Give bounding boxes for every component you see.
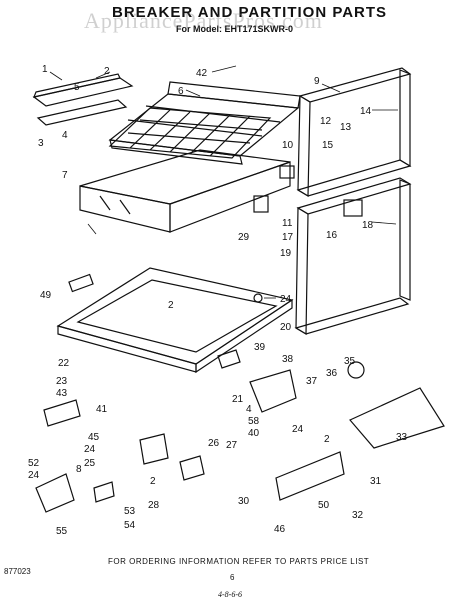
diagram-title: BREAKER AND PARTITION PARTS	[112, 4, 388, 21]
callout-58: 58	[248, 416, 260, 427]
part-small-components	[35, 165, 445, 513]
callout-13: 13	[340, 122, 352, 133]
callout-29: 29	[238, 232, 250, 243]
callout-43: 43	[56, 388, 68, 399]
callout-28: 28	[148, 500, 160, 511]
callout-17: 17	[282, 232, 294, 243]
callout-31: 31	[370, 476, 382, 487]
callout-36: 36	[326, 368, 338, 379]
callout-11: 11	[282, 218, 293, 229]
callout-30: 30	[238, 496, 250, 507]
callout-21: 21	[232, 394, 244, 405]
watermark: AppliancePartsPros.com	[84, 8, 323, 33]
leader-lines	[49, 65, 398, 299]
callout-6: 6	[178, 86, 184, 97]
callout-49: 49	[40, 290, 52, 301]
callout-2d: 2	[150, 476, 156, 487]
callout-32: 32	[352, 510, 364, 521]
callout-19: 19	[280, 248, 292, 259]
callout-25: 25	[84, 458, 96, 469]
handwritten-mark: 4-8-6-6	[218, 590, 242, 599]
callout-24b: 24	[84, 444, 96, 455]
callout-37: 37	[306, 376, 318, 387]
callout-45: 45	[88, 432, 100, 443]
callout-14: 14	[360, 106, 372, 117]
callout-16: 16	[326, 230, 338, 241]
callout-20: 20	[280, 322, 292, 333]
callout-2b: 2	[168, 300, 174, 311]
callout-38: 38	[282, 354, 294, 365]
part-shelf	[56, 267, 294, 374]
part-lower-door-frame	[294, 177, 412, 336]
callout-33: 33	[396, 432, 408, 443]
callout-24d: 24	[28, 470, 40, 481]
callout-39: 39	[254, 342, 266, 353]
callout-10: 10	[282, 140, 294, 151]
callout-1: 1	[42, 64, 48, 75]
callout-50: 50	[318, 500, 330, 511]
part-top-trim	[32, 73, 134, 126]
callout-24c: 24	[292, 424, 304, 435]
callout-4b: 4	[246, 404, 252, 415]
callout-7: 7	[62, 170, 68, 181]
callout-27: 27	[226, 440, 238, 451]
callout-35: 35	[344, 356, 356, 367]
callout-53: 53	[124, 506, 136, 517]
diagram-code: 877023	[4, 567, 31, 576]
callout-22: 22	[58, 358, 70, 369]
part-grid-tray	[108, 107, 272, 159]
callout-18: 18	[362, 220, 374, 231]
callout-2: 2	[104, 66, 110, 77]
callout-9: 9	[314, 76, 320, 87]
callout-4: 4	[62, 130, 68, 141]
callout-46: 46	[274, 524, 286, 535]
callout-40: 40	[248, 428, 260, 439]
part-upper-door-frame	[296, 67, 412, 198]
callout-42: 42	[196, 68, 208, 79]
callout-3: 3	[38, 138, 44, 149]
callout-24: 24	[280, 294, 292, 305]
callout-55: 55	[56, 526, 68, 537]
callout-54: 54	[124, 520, 136, 531]
callout-52: 52	[28, 458, 40, 469]
page-number: 6	[230, 573, 235, 582]
ordering-note: FOR ORDERING INFORMATION REFER TO PARTS …	[108, 557, 370, 566]
callout-8: 8	[76, 464, 82, 475]
callout-2c: 2	[324, 434, 330, 445]
callout-15: 15	[322, 140, 334, 151]
model-subtitle: For Model: EHT171SKWR-0	[176, 24, 294, 34]
callout-23: 23	[56, 376, 68, 387]
callout-12: 12	[320, 116, 332, 127]
part-partition-box	[79, 149, 291, 233]
callout-41: 41	[96, 404, 108, 415]
callout-5: 5	[74, 82, 80, 93]
callout-26: 26	[208, 438, 220, 449]
